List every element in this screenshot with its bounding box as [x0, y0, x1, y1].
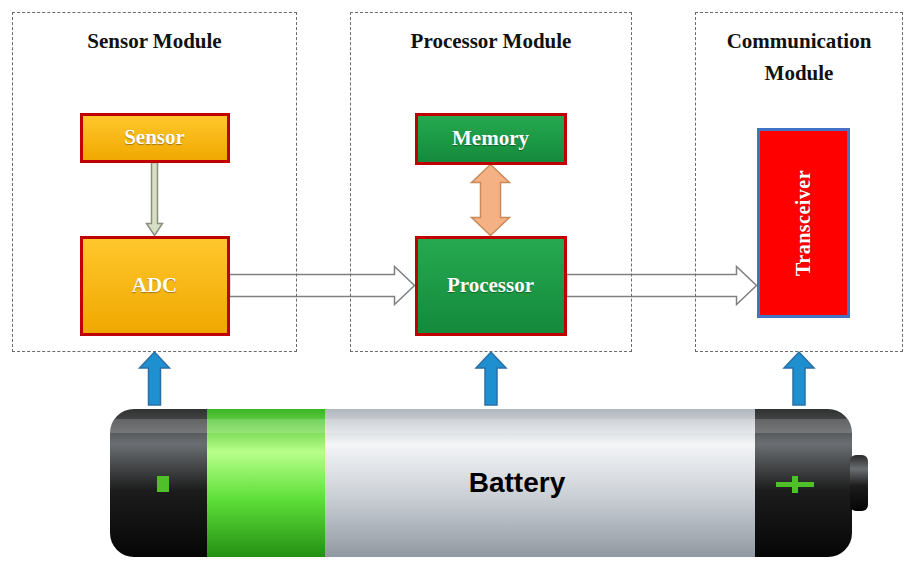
- block-arrow: [784, 352, 814, 405]
- battery-terminal: [850, 455, 868, 511]
- sensor-box: Sensor: [80, 113, 230, 163]
- box-label: Memory: [452, 126, 529, 151]
- box-label: Sensor: [124, 125, 185, 150]
- battery-highlight: [110, 419, 852, 433]
- block-arrow: [147, 163, 163, 236]
- block-arrow: [472, 165, 510, 236]
- memory-box: Memory: [415, 113, 567, 165]
- module-frame: Communication ModuleTransceiver: [695, 12, 903, 352]
- module-frame: Sensor ModuleSensorADC: [12, 12, 297, 352]
- processor-box: Processor: [415, 236, 567, 336]
- box-label: ADC: [132, 273, 178, 298]
- adc-box: ADC: [80, 236, 230, 336]
- battery-node: Battery: [110, 405, 870, 561]
- block-arrow: [140, 352, 170, 405]
- minus-sign: [157, 476, 169, 492]
- box-label: Transceiver: [792, 169, 815, 275]
- block-arrow: [476, 352, 506, 405]
- box-label: Battery: [469, 467, 565, 499]
- box-label: Processor: [447, 273, 534, 298]
- module-heading: Communication Module: [696, 25, 902, 89]
- block-arrow: [567, 267, 757, 305]
- module-heading: Sensor Module: [13, 25, 296, 57]
- module-heading: Processor Module: [351, 25, 631, 57]
- block-arrow: [230, 267, 415, 305]
- transceiver-box: Transceiver: [757, 128, 850, 318]
- battery-body: [110, 409, 852, 557]
- module-frame: Processor ModuleMemoryProcessor: [350, 12, 632, 352]
- plus-sign: [792, 476, 798, 493]
